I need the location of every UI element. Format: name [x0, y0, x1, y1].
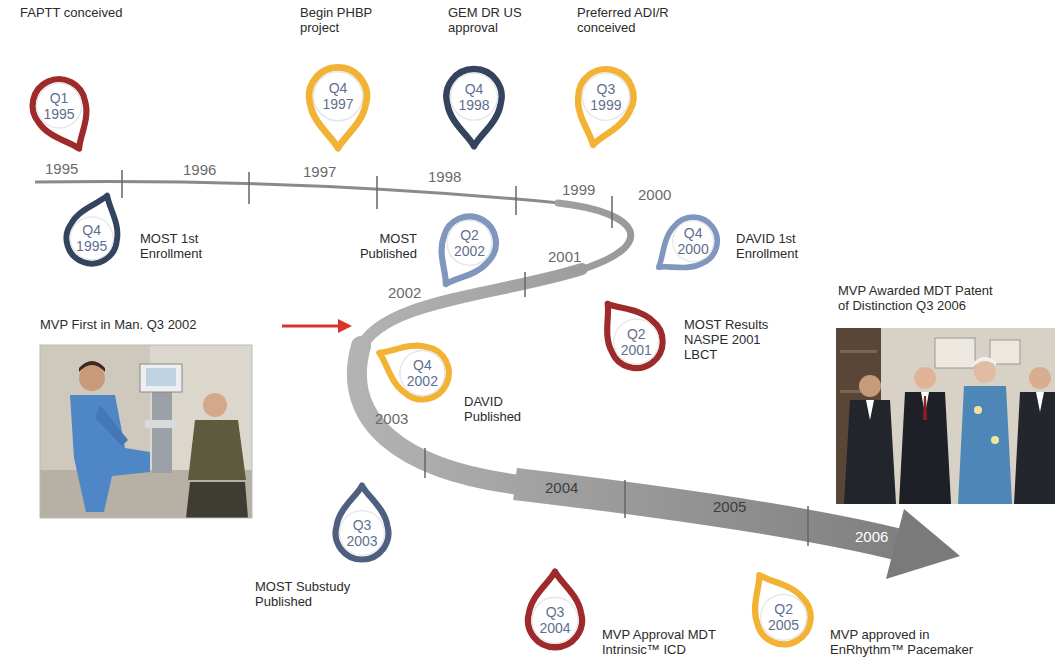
- quarter-year: Q2 2005: [761, 601, 807, 633]
- milestone-caption: MVP Approval MDT Intrinsic™ ICD: [602, 628, 727, 658]
- year-label: 2002: [388, 284, 421, 301]
- milestone-caption: MOST Published: [345, 232, 417, 262]
- label-holder: FAPTT conceived: [20, 6, 122, 21]
- milestone-caption: MOST Results NASPE 2001 LBCT: [684, 318, 778, 363]
- label-holder: MVP Awarded MDT Patent of Distinction Q3…: [838, 284, 1000, 314]
- label-holder: 1996: [183, 161, 216, 178]
- pointer-arrowhead: [338, 319, 352, 333]
- label-holder: DAVID 1st Enrollment: [736, 232, 818, 262]
- label-holder: 2004: [545, 479, 578, 496]
- timeline-arrowhead: [886, 509, 960, 579]
- label-holder: GEM DR US approval: [448, 6, 532, 36]
- year-label: 2006: [855, 528, 888, 545]
- quarter-year: Q4 2000: [670, 225, 716, 257]
- year-label: 1997: [303, 163, 336, 180]
- year-label: 2005: [713, 498, 746, 515]
- year-label: 2000: [638, 186, 671, 203]
- timeline-line: [35, 181, 560, 203]
- milestone-caption: MOST 1st Enrollment: [140, 232, 220, 262]
- label-holder: Begin PHBP project: [300, 6, 384, 36]
- label-holder: 2005: [713, 498, 746, 515]
- milestone-pin: Q2 2001: [588, 292, 676, 380]
- milestone-pin: Q4 2002: [372, 326, 460, 414]
- quarter-year: Q3 2003: [339, 517, 385, 549]
- year-label: 2001: [548, 248, 581, 265]
- milestone-caption: Preferred ADI/R conceived: [577, 6, 679, 36]
- milestone-caption: DAVID 1st Enrollment: [736, 232, 818, 262]
- milestone-pin: Q4 1998: [428, 58, 520, 150]
- milestone-pin: Q2 2002: [422, 205, 510, 293]
- quarter-year: Q4 1998: [451, 81, 497, 113]
- milestone-caption: MVP approved in EnRhythm™ Pacemaker: [830, 628, 980, 658]
- label-holder: 2002: [388, 284, 421, 301]
- year-ticks: [122, 170, 808, 546]
- photo-first-in-man: [40, 345, 252, 518]
- label-holder: Preferred ADI/R conceived: [577, 6, 679, 36]
- milestone-caption: MOST Substudy Published: [255, 580, 359, 610]
- quarter-year: Q1 1995: [36, 90, 82, 122]
- label-holder: MOST Substudy Published: [255, 580, 359, 610]
- label-holder: MOST Results NASPE 2001 LBCT: [684, 318, 778, 363]
- milestone-caption: Begin PHBP project: [300, 6, 384, 36]
- label-holder: MOST 1st Enrollment: [140, 232, 220, 262]
- quarter-year: Q3 2004: [532, 604, 578, 636]
- quarter-year: Q4 1995: [69, 222, 115, 254]
- label-holder: MOST Published: [345, 232, 417, 262]
- milestone-caption: DAVID Published: [464, 395, 536, 425]
- quarter-year: Q4 2002: [399, 357, 445, 389]
- label-holder: 2000: [638, 186, 671, 203]
- year-label: 1999: [562, 181, 595, 198]
- label-holder: 1998: [428, 168, 461, 185]
- milestone-pin: Q3 2004: [510, 568, 600, 658]
- label-holder: MVP approved in EnRhythm™ Pacemaker: [830, 628, 980, 658]
- label-holder: 1997: [303, 163, 336, 180]
- year-label: 2003: [375, 410, 408, 427]
- label-holder: MVP First in Man. Q3 2002: [40, 318, 197, 333]
- milestone-caption: MVP First in Man. Q3 2002: [40, 318, 197, 333]
- milestone-pin: Q4 1995: [52, 190, 136, 274]
- quarter-year: Q2 2002: [447, 227, 493, 259]
- milestone-caption: FAPTT conceived: [20, 6, 122, 21]
- year-label: 1996: [183, 161, 216, 178]
- milestone-pin: Q2 2005: [735, 566, 825, 656]
- quarter-year: Q4 1997: [315, 80, 361, 112]
- milestone-caption: MVP Awarded MDT Patent of Distinction Q3…: [838, 284, 1000, 314]
- label-holder: 2001: [548, 248, 581, 265]
- label-holder: 2003: [375, 410, 408, 427]
- quarter-year: Q2 2001: [613, 326, 659, 358]
- pointer-arrow: [282, 325, 340, 328]
- quarter-year: Q3 1999: [583, 81, 629, 113]
- year-label: 2004: [545, 479, 578, 496]
- milestone-pin: Q3 1999: [558, 58, 650, 150]
- label-holder: 2006: [855, 528, 888, 545]
- label-holder: 1995: [45, 160, 78, 177]
- photo-award: [836, 328, 1055, 504]
- milestone-pin: Q4 1997: [290, 56, 386, 152]
- milestone-caption: GEM DR US approval: [448, 6, 532, 36]
- timeline-band: [360, 269, 582, 350]
- milestone-pin: Q4 2000: [648, 205, 728, 285]
- milestone-pin: Q1 1995: [18, 68, 106, 156]
- label-holder: 1999: [562, 181, 595, 198]
- photo-frame: [40, 345, 252, 518]
- year-label: 1998: [428, 168, 461, 185]
- label-holder: DAVID Published: [464, 395, 536, 425]
- year-label: 1995: [45, 160, 78, 177]
- milestone-pin: Q3 2003: [318, 482, 406, 570]
- label-holder: MVP Approval MDT Intrinsic™ ICD: [602, 628, 727, 658]
